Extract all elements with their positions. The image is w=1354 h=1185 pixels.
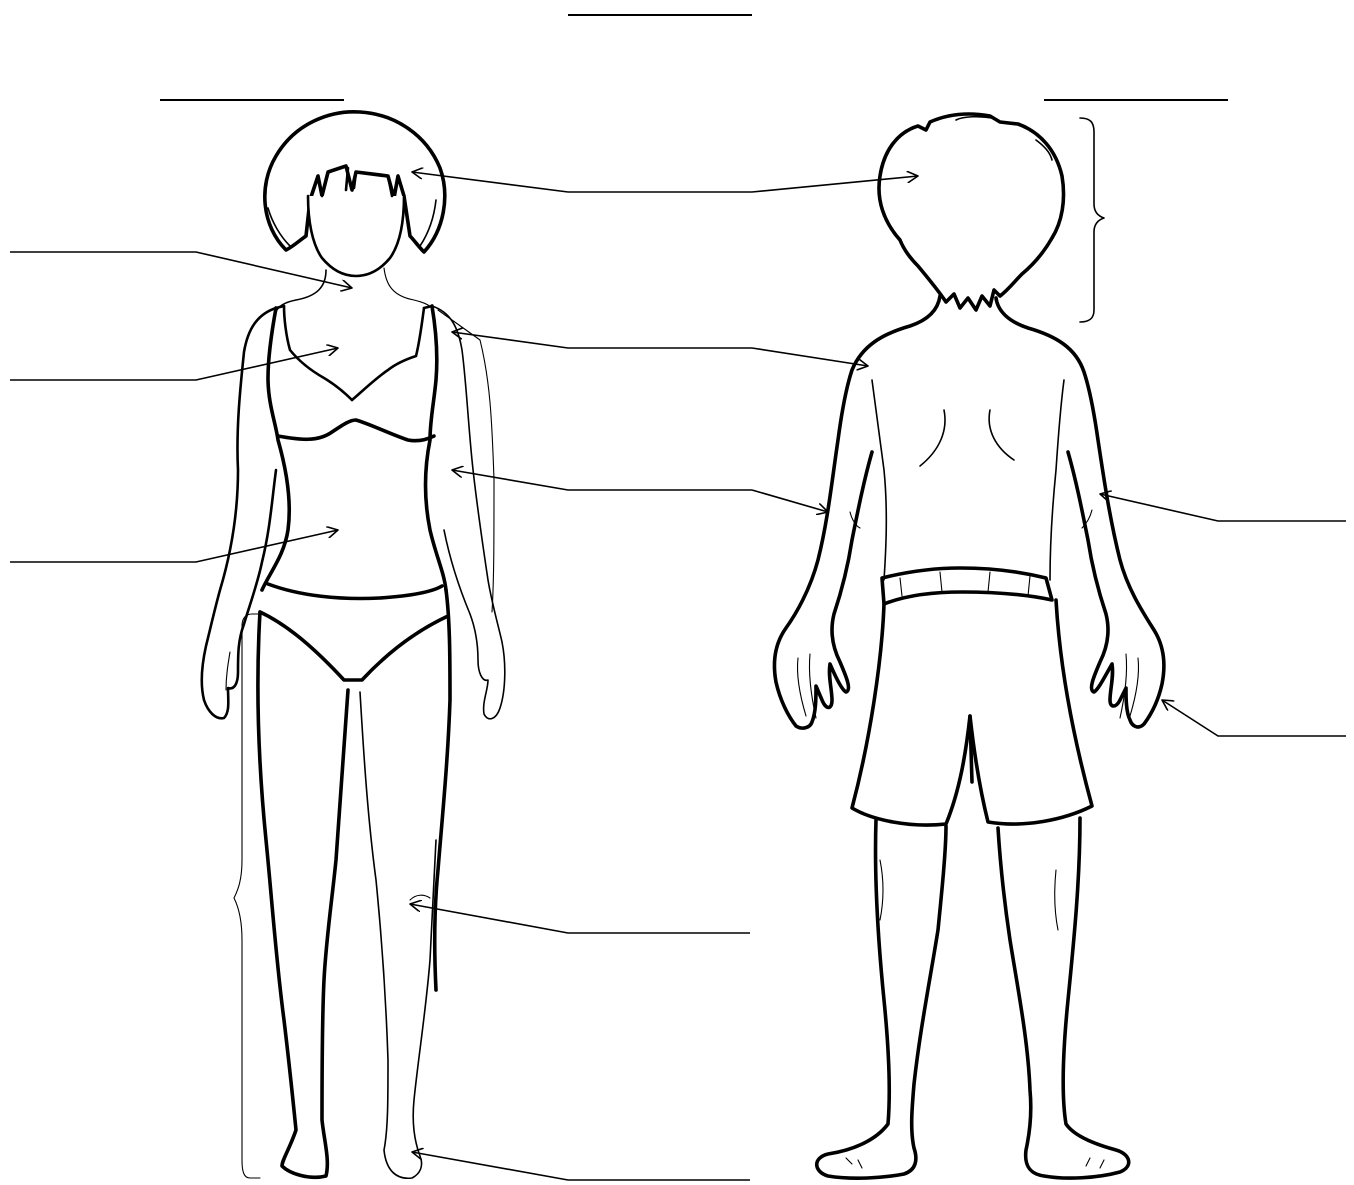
boy-head-bracket (1080, 118, 1104, 322)
label-shoulder[interactable] (452, 332, 868, 366)
back-figure-boy (774, 114, 1163, 1178)
boy-hair (879, 114, 1064, 310)
girl-face (308, 196, 404, 276)
boy-waistband (882, 568, 1052, 604)
label-hair[interactable] (412, 172, 918, 192)
label-foot[interactable] (412, 1152, 750, 1180)
boy-shorts (852, 600, 1092, 825)
label-elbow[interactable] (1100, 494, 1346, 521)
label-arm[interactable] (452, 470, 828, 512)
boy-back (774, 296, 940, 728)
label-neck[interactable] (10, 252, 352, 288)
label-hand[interactable] (1162, 700, 1346, 736)
label-chest[interactable] (10, 348, 338, 380)
front-figure-girl (202, 112, 505, 1178)
girl-legs (258, 612, 348, 1177)
boy-legs (817, 820, 946, 1178)
label-knee[interactable] (410, 904, 750, 933)
